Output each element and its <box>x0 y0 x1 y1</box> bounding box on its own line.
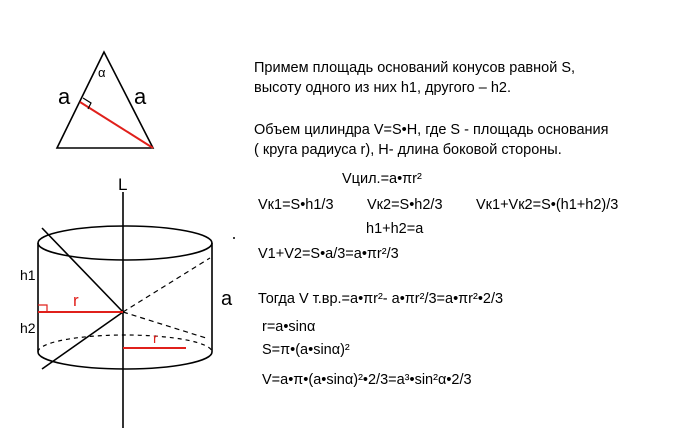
formula-r: r=a•sinα <box>262 319 316 335</box>
label-h1: h1 <box>20 267 36 283</box>
formula-v-k1: Vк1=S•h1/3 <box>258 197 334 213</box>
right-angle-marker <box>82 97 92 110</box>
paragraph-2: Объем цилиндра V=S•H, где S - площадь ос… <box>254 120 609 160</box>
p2-line1: Объем цилиндра V=S•H, где S - площадь ос… <box>254 122 609 138</box>
cylinder <box>37 225 213 370</box>
triangle-label-angle: α <box>98 65 106 80</box>
formula-v-k2: Vк2=S•h2/3 <box>367 197 443 213</box>
formula-s: S=π•(a•sinα)² <box>262 342 350 358</box>
triangle-label-left: a <box>58 84 71 109</box>
paragraph-1: Примем площадь оснований конусов равной … <box>254 58 575 98</box>
axis-label: L <box>118 175 127 194</box>
triangle <box>55 50 155 149</box>
triangle-label-right: a <box>134 84 147 109</box>
formula-v12: V1+V2=S•a/3=a•πr²/3 <box>258 246 399 262</box>
formula-h-sum: h1+h2=a <box>366 221 424 237</box>
label-side-a: a <box>221 288 233 310</box>
triangle-outline <box>55 50 155 149</box>
p2-line2: ( круга радиуса r), H- длина боковой сто… <box>254 142 562 158</box>
p1-line2: высоту одного из них h1, другого – h2. <box>254 80 512 96</box>
formula-v-cyl: Vцил.=a•πr² <box>342 171 422 187</box>
label-h2: h2 <box>20 320 36 336</box>
formula-v-final: V=a•π•(a•sinα)²•2/3=a³•sin²α•2/3 <box>262 372 472 388</box>
cylinder-top-ellipse <box>37 225 213 261</box>
cylinder-bottom-front <box>37 351 213 370</box>
label-r-upper: r <box>73 291 79 310</box>
cone-line-upper-right <box>122 257 211 313</box>
cone-line-lower-left <box>41 311 124 370</box>
cone-line-lower-right <box>122 311 207 339</box>
formula-togda: Тогда V т.вр.=a•πr²- a•πr²/3=a•πr²•2/3 <box>258 291 504 307</box>
cylinder-bottom-back <box>37 334 213 353</box>
stray-dot <box>233 237 235 239</box>
triangle-height <box>79 101 154 149</box>
formula-v-sum: Vк1+Vк2=S•(h1+h2)/3 <box>476 197 619 213</box>
right-angle-marker-cylinder <box>38 304 48 312</box>
cone-line-upper-left <box>41 227 124 313</box>
label-r-lower: r <box>153 330 158 346</box>
p1-line1: Примем площадь оснований конусов равной … <box>254 60 576 76</box>
